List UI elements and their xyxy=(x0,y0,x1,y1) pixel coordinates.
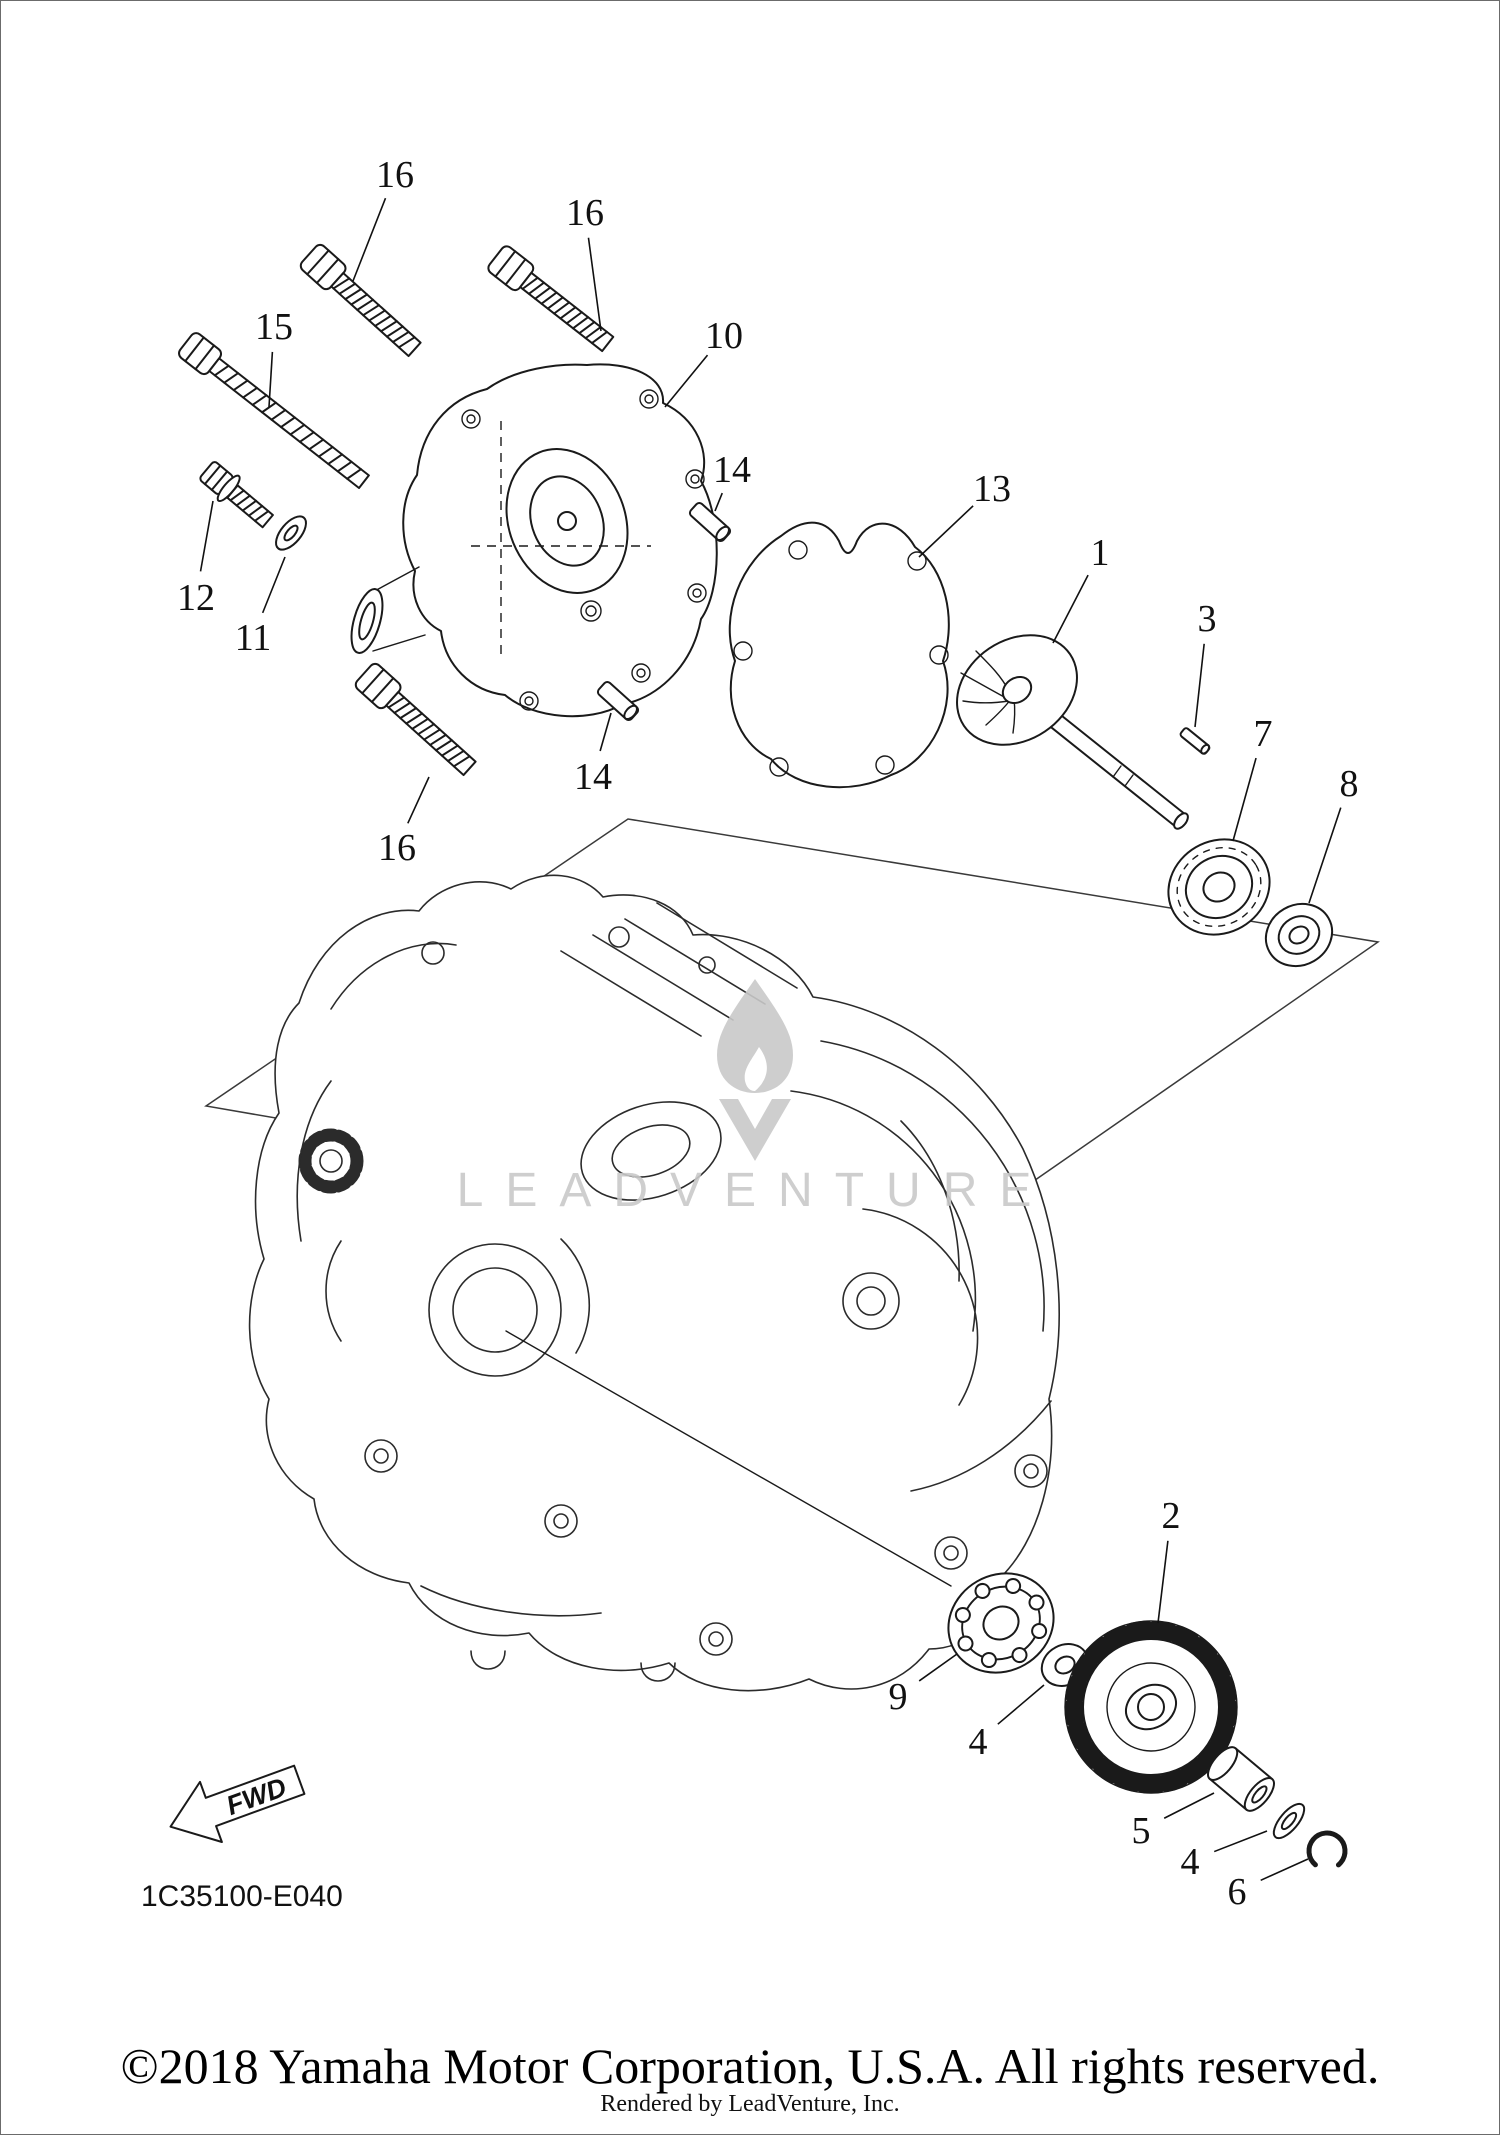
diagram-code: 1C35100-E040 xyxy=(141,1880,343,1913)
callout-leader-5-17 xyxy=(1163,1792,1215,1819)
washer-11 xyxy=(275,515,307,551)
callout-leader-3-7 xyxy=(1194,643,1205,728)
housing-bolt-holes xyxy=(461,389,707,711)
oil-seal-8 xyxy=(1264,902,1334,968)
bolt-bosses xyxy=(364,1439,1048,1656)
callout-2-14: 2 xyxy=(1162,1495,1181,1537)
fwd-arrow: FWD xyxy=(169,1764,306,1844)
crankcase-drawing xyxy=(248,874,1060,1692)
dowel-pin-14-upper xyxy=(688,501,732,543)
watermark-text: LEADVENTURE xyxy=(457,1164,1054,1217)
pump-housing-10 xyxy=(350,363,718,718)
callout-leader-13-5 xyxy=(918,505,974,558)
circlip-6 xyxy=(1306,1830,1348,1872)
callout-leader-10-3 xyxy=(664,354,709,408)
callout-7-10: 7 xyxy=(1254,713,1273,755)
callout-6-19: 6 xyxy=(1228,1871,1247,1913)
gasket-holes xyxy=(733,540,949,777)
callout-leader-11-9 xyxy=(261,556,286,614)
rendered-by-text: Rendered by LeadVenture, Inc. xyxy=(600,2091,900,2117)
callout-leader-8-11 xyxy=(1308,807,1342,904)
callout-leader-1-6 xyxy=(1052,574,1089,644)
gear-2 xyxy=(1064,1620,1238,1794)
pin-3 xyxy=(1179,727,1211,755)
flame-icon-notch xyxy=(744,1047,767,1091)
bolt-16-top-right xyxy=(484,242,619,358)
callout-leader-7-10 xyxy=(1232,757,1257,842)
callout-16-0: 16 xyxy=(376,154,414,196)
collar-5 xyxy=(1207,1746,1275,1812)
callout-9-15: 9 xyxy=(889,1676,908,1718)
bearing-7 xyxy=(1167,838,1271,936)
callout-4-18: 4 xyxy=(1181,1841,1200,1883)
callout-16-13: 16 xyxy=(378,827,416,869)
dowel-pin-14-lower xyxy=(596,680,640,722)
callout-leader-16-13 xyxy=(407,776,430,824)
callout-leader-16-0 xyxy=(352,197,387,282)
washer-4-right xyxy=(1272,1802,1306,1840)
callout-1-6: 1 xyxy=(1091,532,1110,574)
callout-leader-14-4 xyxy=(714,492,723,512)
flame-icon xyxy=(717,979,793,1093)
impeller-shaft-1 xyxy=(956,634,1189,830)
callout-leader-15-2 xyxy=(268,351,274,408)
callout-5-17: 5 xyxy=(1132,1810,1151,1852)
callout-11-9: 11 xyxy=(235,617,272,659)
bolt-12 xyxy=(199,461,274,529)
callout-10-3: 10 xyxy=(705,315,743,357)
callout-leader-2-14 xyxy=(1157,1540,1169,1624)
watermark: LEADVENTURE xyxy=(457,979,1054,1217)
callout-leader-6-19 xyxy=(1260,1858,1309,1882)
bearing-9 xyxy=(947,1572,1055,1674)
bolt-16-lower xyxy=(352,660,482,782)
gasket-13 xyxy=(728,521,950,789)
callout-3-7: 3 xyxy=(1198,598,1217,640)
callout-13-5: 13 xyxy=(973,468,1011,510)
callout-16-1: 16 xyxy=(566,192,604,234)
copyright-text: ©2018 Yamaha Motor Corporation, U.S.A. A… xyxy=(120,2038,1380,2094)
callout-leader-16-1 xyxy=(587,237,602,332)
callout-leader-12-8 xyxy=(199,500,214,572)
v-logo-icon xyxy=(719,1099,791,1161)
callout-14-4: 14 xyxy=(713,449,751,491)
callout-14-12: 14 xyxy=(574,756,612,798)
callout-leader-4-16 xyxy=(997,1684,1045,1725)
callout-8-11: 8 xyxy=(1340,763,1359,805)
callout-15-2: 15 xyxy=(255,306,293,348)
callout-leader-9-15 xyxy=(918,1653,958,1682)
callout-4-16: 4 xyxy=(969,1721,988,1763)
callout-leader-4-18 xyxy=(1213,1830,1268,1853)
callout-12-8: 12 xyxy=(177,577,215,619)
shaft-axis-line xyxy=(505,1330,952,1587)
callout-leader-14-12 xyxy=(599,712,612,752)
